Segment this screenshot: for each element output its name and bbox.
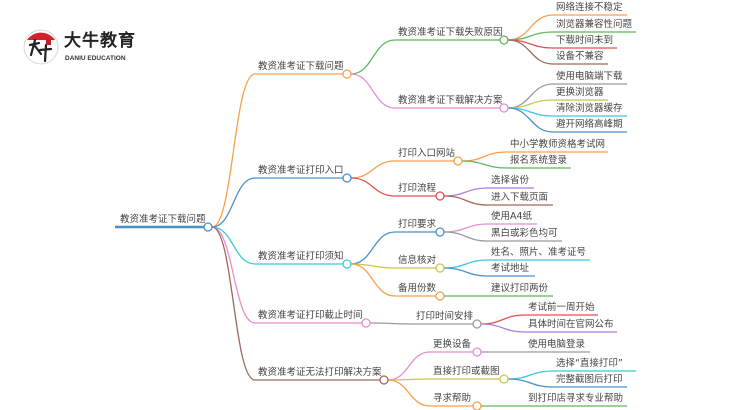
- root-node-label[interactable]: 教资准考证下载问题: [120, 214, 206, 225]
- branch-connector: [507, 107, 627, 133]
- subtopic-node-label[interactable]: 更换设备: [433, 339, 472, 350]
- topic-node-label[interactable]: 教资准考证打印须知: [258, 251, 344, 262]
- leaf-node-label[interactable]: 更换浏览器: [556, 87, 604, 98]
- branch-connector: [443, 195, 553, 206]
- collapse-toggle-icon[interactable]: [435, 291, 445, 301]
- leaf-node-label[interactable]: 黑白或彩色均可: [491, 228, 558, 239]
- branch-connector: [350, 263, 436, 297]
- collapse-toggle-icon[interactable]: [379, 375, 389, 385]
- leaf-node-label[interactable]: 考试前一周开始: [528, 302, 595, 313]
- collapse-toggle-icon[interactable]: [342, 259, 352, 269]
- branch-connector: [350, 160, 454, 179]
- branch-connector: [461, 160, 571, 169]
- leaf-node-label[interactable]: 完整截图后打印: [556, 374, 623, 385]
- subtopic-node-label[interactable]: 备用份数: [398, 283, 437, 294]
- branch-connector: [443, 267, 535, 277]
- branch-connector: [211, 226, 362, 324]
- leaf-node-label[interactable]: 网络连接不稳定: [556, 2, 623, 13]
- leaf-node-label[interactable]: 中小学教师资格考试网: [510, 139, 606, 150]
- leaf-node-label[interactable]: 姓名、照片、准考证号: [491, 247, 587, 258]
- branch-connector: [387, 379, 473, 407]
- subtopic-node-label[interactable]: 教资准考证下载解决方案: [398, 95, 503, 106]
- branch-connector: [350, 231, 436, 265]
- branch-connector: [387, 351, 473, 381]
- leaf-node-label[interactable]: 建议打印两份: [491, 283, 549, 294]
- collapse-toggle-icon[interactable]: [472, 401, 482, 410]
- leaf-node-label[interactable]: 清除浏览器缓存: [556, 103, 623, 114]
- logo-name-cn: 大牛教育: [64, 31, 136, 51]
- leaf-node-label[interactable]: 使用A4纸: [491, 211, 533, 222]
- collapse-toggle-icon[interactable]: [342, 69, 352, 79]
- logo: 大牛教育 DANIU EDUCATION: [22, 28, 162, 72]
- leaf-node-label[interactable]: 选择“直接打印”: [556, 358, 623, 369]
- collapse-toggle-icon[interactable]: [499, 103, 509, 113]
- collapse-toggle-icon[interactable]: [499, 35, 509, 45]
- collapse-toggle-icon[interactable]: [361, 318, 371, 328]
- branch-connector: [211, 226, 380, 381]
- branch-connector: [480, 323, 617, 333]
- branch-connector: [507, 378, 627, 388]
- topic-node-label[interactable]: 教资准考证下载问题: [258, 61, 344, 72]
- logo-mark-icon: [23, 29, 59, 65]
- subtopic-node-label[interactable]: 打印流程: [398, 183, 437, 194]
- collapse-toggle-icon[interactable]: [472, 319, 482, 329]
- branch-connector: [350, 73, 500, 109]
- collapse-toggle-icon[interactable]: [342, 173, 352, 183]
- logo-name-en: DANIU EDUCATION: [65, 55, 126, 62]
- subtopic-node-label[interactable]: 教资准考证下载失败原因: [398, 27, 503, 38]
- branch-connector: [387, 378, 500, 381]
- collapse-toggle-icon[interactable]: [472, 347, 482, 357]
- collapse-toggle-icon[interactable]: [203, 222, 213, 232]
- leaf-node-label[interactable]: 使用电脑端下载: [556, 71, 623, 82]
- collapse-toggle-icon[interactable]: [435, 227, 445, 237]
- branch-connector: [350, 177, 436, 197]
- topic-node-label[interactable]: 教资准考证打印截止时间: [258, 310, 363, 321]
- leaf-node-label[interactable]: 进入下载页面: [491, 192, 549, 203]
- leaf-node-label[interactable]: 考试地址: [491, 263, 530, 274]
- branch-connector: [443, 231, 562, 242]
- branch-connector: [211, 226, 343, 265]
- leaf-node-label[interactable]: 选择省份: [491, 175, 530, 186]
- branch-connector: [211, 73, 343, 228]
- branch-connector: [350, 39, 500, 75]
- subtopic-node-label[interactable]: 打印时间安排: [416, 311, 474, 322]
- topic-node-label[interactable]: 教资准考证打印入口: [258, 165, 344, 176]
- leaf-node-label[interactable]: 避开网络高峰期: [556, 119, 623, 130]
- topic-node-label[interactable]: 教资准考证无法打印解决方案: [258, 367, 382, 378]
- collapse-toggle-icon[interactable]: [453, 156, 463, 166]
- leaf-node-label[interactable]: 下载时间未到: [556, 35, 614, 46]
- collapse-toggle-icon[interactable]: [435, 191, 445, 201]
- leaf-node-label[interactable]: 到打印店寻求专业帮助: [528, 393, 624, 404]
- collapse-toggle-icon[interactable]: [435, 263, 445, 273]
- leaf-node-label[interactable]: 设备不兼容: [556, 51, 604, 62]
- leaf-node-label[interactable]: 浏览器兼容性问题: [556, 19, 633, 30]
- subtopic-node-label[interactable]: 信息核对: [398, 255, 437, 266]
- branch-connector: [211, 177, 343, 228]
- branch-connector: [350, 263, 436, 269]
- subtopic-node-label[interactable]: 寻求帮助: [433, 393, 472, 404]
- branch-connector: [507, 39, 608, 65]
- subtopic-node-label[interactable]: 打印要求: [398, 219, 437, 230]
- subtopic-node-label[interactable]: 直接打印或截图: [433, 366, 500, 377]
- leaf-node-label[interactable]: 具体时间在官网公布: [528, 319, 614, 330]
- branch-connector: [369, 322, 473, 325]
- collapse-toggle-icon[interactable]: [499, 374, 509, 384]
- subtopic-node-label[interactable]: 打印入口网站: [398, 148, 456, 159]
- leaf-node-label[interactable]: 使用电脑登录: [528, 339, 586, 350]
- leaf-node-label[interactable]: 报名系统登录: [510, 155, 568, 166]
